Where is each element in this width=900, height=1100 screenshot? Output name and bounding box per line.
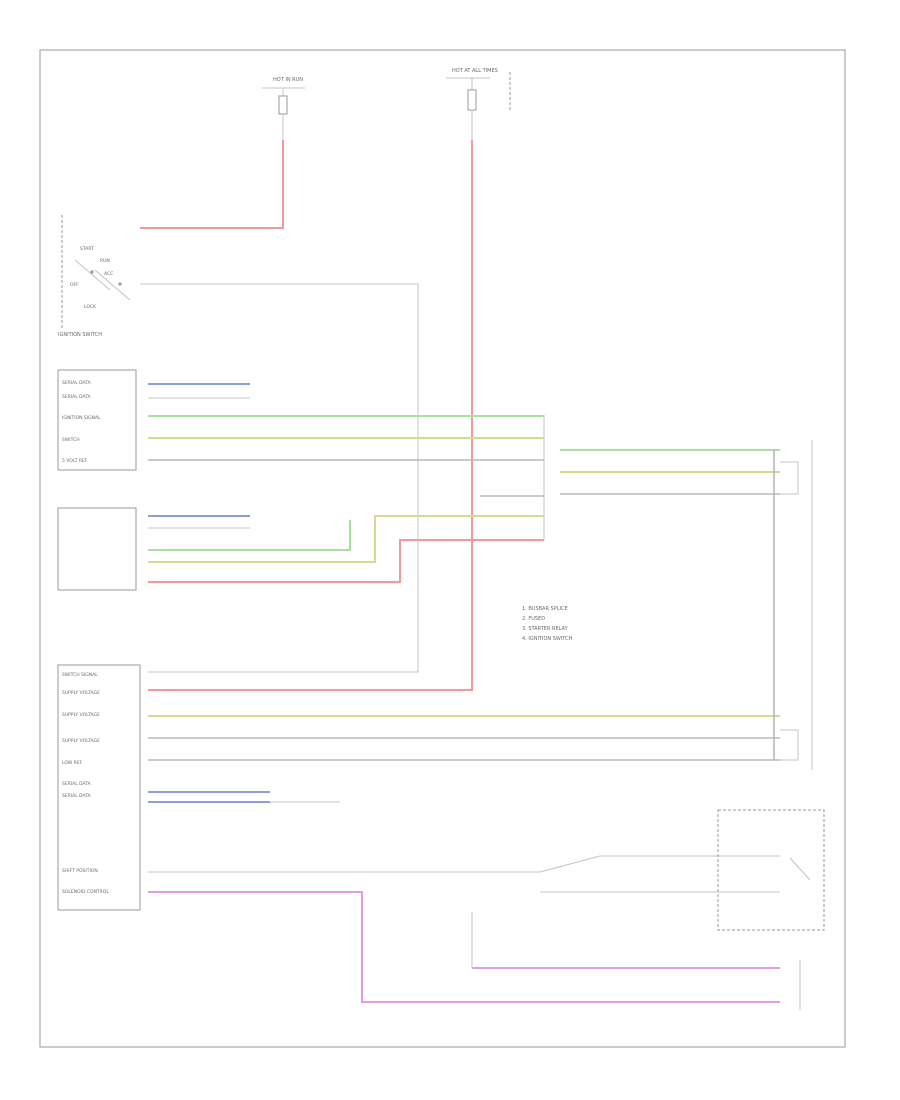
legend-item-1: 1. BUSBAR SPLICE	[522, 606, 568, 612]
diagram-frame	[39, 49, 846, 1048]
legend-item-4: 4. IGNITION SWITCH	[522, 636, 573, 642]
legend-item-3: 3. STARTER RELAY	[522, 626, 569, 632]
ignition-switch: START RUN OFF ACC LOCK IGNITION SWITCH	[58, 215, 131, 338]
module-3-pin-8: SHIFT POSITION	[62, 868, 98, 874]
fuse-hot-in-run: HOT IN RUN	[262, 77, 305, 140]
wire-red-ignition-feed	[140, 140, 284, 229]
module-1-pin-3: IGNITION SIGNAL	[62, 415, 101, 421]
module-3-pin-7: SERIAL DATA	[62, 793, 92, 799]
wire-red-module-2	[148, 539, 544, 583]
wire-yellow-module-2	[148, 515, 544, 563]
ign-label-lock: LOCK	[84, 304, 97, 310]
wire-shift-to-switch	[539, 855, 780, 873]
ign-label-off: OFF	[70, 282, 79, 288]
module-3-pin-5: LOW REF	[62, 760, 83, 766]
module-3: SWITCH SIGNAL SUPPLY VOLTAGE SUPPLY VOLT…	[57, 664, 141, 911]
wire-red-battery-feed	[148, 140, 473, 691]
wire-magenta-solenoid	[148, 891, 780, 1003]
fuse-left-title: HOT IN RUN	[273, 77, 303, 83]
module-1-pin-4: SWITCH	[62, 437, 80, 443]
module-3-pin-3: SUPPLY VOLTAGE	[62, 712, 100, 718]
wire-loop-sensor-2	[780, 729, 799, 761]
park-switch	[717, 809, 825, 931]
module-3-pin-6: SERIAL DATA	[62, 781, 92, 787]
module-1: SERIAL DATA SERIAL DATA IGNITION SIGNAL …	[57, 369, 137, 471]
legend: 1. BUSBAR SPLICE 2. FUSED 3. STARTER REL…	[522, 606, 573, 642]
fuse-hot-at-all-times: HOT AT ALL TIMES	[446, 68, 511, 140]
fuse-right-title: HOT AT ALL TIMES	[452, 68, 498, 74]
module-1-pin-1: SERIAL DATA	[62, 380, 92, 386]
module-1-pin-2: SERIAL DATA	[62, 394, 92, 400]
legend-item-2: 2. FUSED	[522, 616, 545, 622]
module-3-pin-1: SWITCH SIGNAL	[62, 672, 98, 678]
wire-shift-3	[471, 912, 780, 969]
ign-label-start: START	[80, 246, 94, 252]
ignition-switch-title: IGNITION SWITCH	[58, 332, 102, 338]
module-3-pin-2: SUPPLY VOLTAGE	[62, 690, 100, 696]
ign-label-run: RUN	[100, 258, 110, 264]
wire-loop-sensor	[780, 461, 799, 495]
module-3-pin-4: SUPPLY VOLTAGE	[62, 738, 100, 744]
module-3-pin-9: SOLENOID CONTROL	[62, 889, 109, 895]
module-1-pin-5: 5 VOLT REF	[62, 458, 88, 464]
wire-gray-ignition	[140, 283, 419, 673]
ign-label-acc: ACC	[104, 271, 113, 277]
wire-green-module-2	[148, 520, 351, 551]
module-2	[57, 507, 137, 591]
